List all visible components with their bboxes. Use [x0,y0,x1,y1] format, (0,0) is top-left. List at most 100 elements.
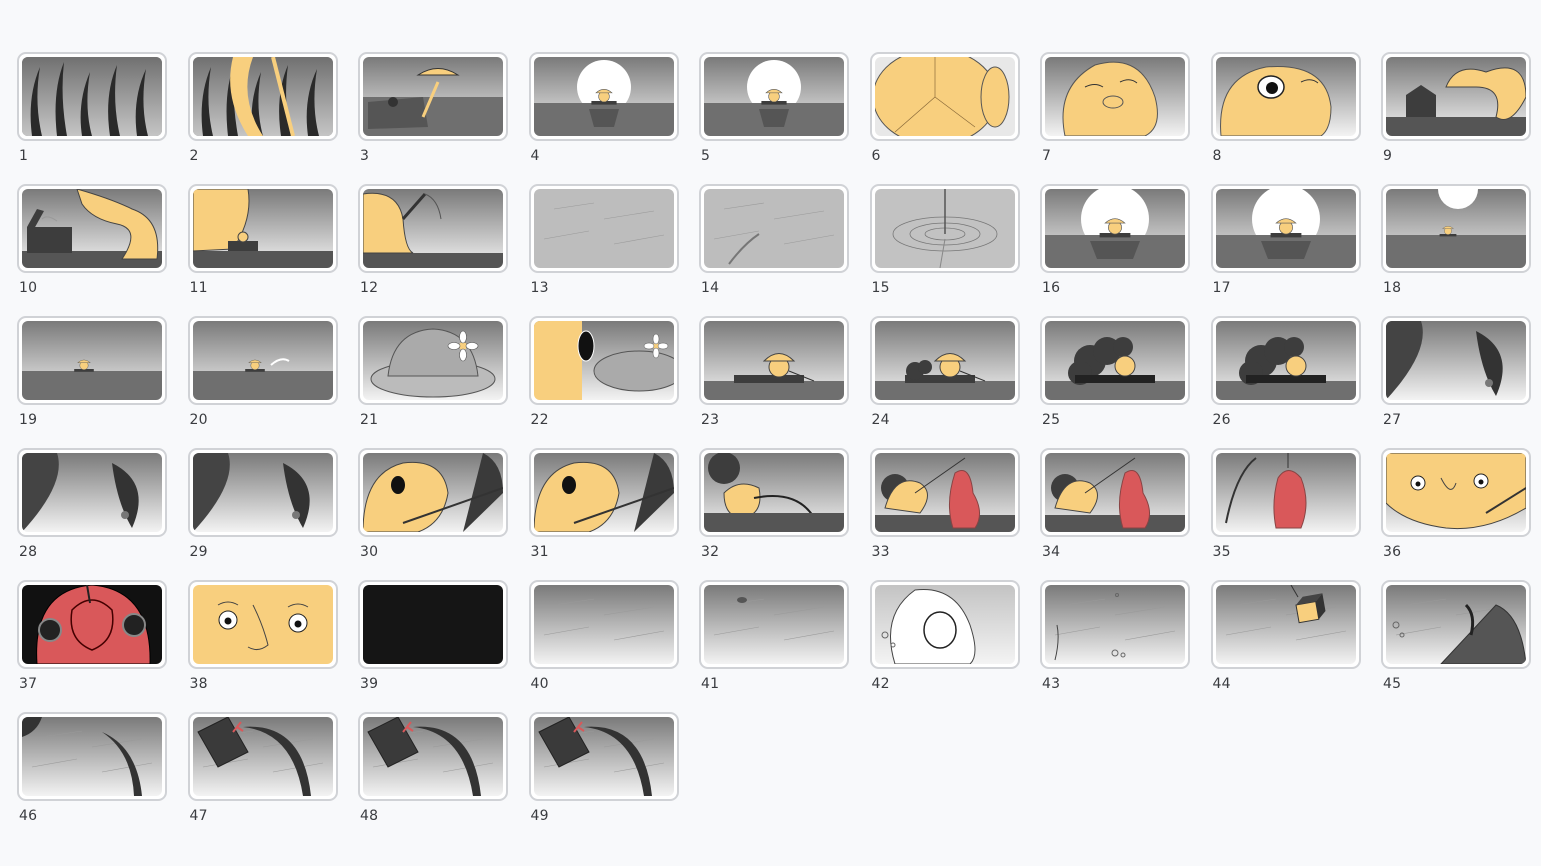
storyboard-panel[interactable]: 48 [358,712,508,844]
storyboard-panel[interactable]: 23 [699,316,849,448]
panel-thumbnail-frame[interactable] [528,184,679,273]
storyboard-panel[interactable]: 33 [869,448,1020,580]
storyboard-panel[interactable]: 3 [358,52,508,184]
storyboard-panel[interactable]: 35 [1210,448,1361,580]
storyboard-panel[interactable]: 19 [17,316,167,448]
panel-thumbnail-frame[interactable] [699,448,849,537]
storyboard-panel[interactable]: 25 [1040,316,1190,448]
panel-number: 9 [1383,148,1393,164]
storyboard-panel[interactable]: 29 [187,448,338,580]
panel-thumbnail-frame[interactable] [1210,580,1361,669]
storyboard-panel[interactable]: 47 [187,712,338,844]
storyboard-panel[interactable]: 31 [528,448,679,580]
panel-thumbnail-frame[interactable] [1381,52,1531,141]
panel-thumbnail-frame[interactable] [528,316,679,405]
panel-thumbnail-frame[interactable] [699,184,849,273]
panel-thumbnail-frame[interactable] [1210,316,1361,405]
storyboard-panel[interactable]: 14 [699,184,849,316]
panel-thumbnail-frame[interactable] [1381,316,1531,405]
storyboard-panel[interactable]: 42 [869,580,1020,712]
panel-thumbnail-frame[interactable] [869,448,1020,537]
storyboard-panel[interactable]: 32 [699,448,849,580]
storyboard-panel[interactable]: 22 [528,316,679,448]
panel-thumbnail-frame[interactable] [1381,580,1531,669]
panel-thumbnail-frame[interactable] [699,52,849,141]
panel-number: 31 [530,544,549,560]
storyboard-panel[interactable]: 39 [358,580,508,712]
panel-thumbnail-frame[interactable] [358,712,508,801]
panel-thumbnail-frame[interactable] [1040,316,1190,405]
storyboard-panel[interactable]: 13 [528,184,679,316]
storyboard-panel[interactable]: 15 [869,184,1020,316]
panel-thumbnail-frame[interactable] [187,448,338,537]
panel-thumbnail-frame[interactable] [1040,184,1190,273]
storyboard-panel[interactable]: 18 [1381,184,1531,316]
storyboard-panel[interactable]: 12 [358,184,508,316]
storyboard-panel[interactable]: 6 [869,52,1020,184]
storyboard-panel[interactable]: 34 [1040,448,1190,580]
panel-thumbnail-frame[interactable] [1381,448,1531,537]
storyboard-panel[interactable]: 49 [528,712,679,844]
panel-thumbnail-frame[interactable] [528,52,679,141]
storyboard-panel[interactable]: 30 [358,448,508,580]
storyboard-panel[interactable]: 21 [358,316,508,448]
storyboard-panel[interactable]: 46 [17,712,167,844]
storyboard-panel[interactable]: 38 [187,580,338,712]
panel-thumbnail-frame[interactable] [187,712,338,801]
panel-thumbnail-frame[interactable] [1210,52,1361,141]
panel-thumbnail-frame[interactable] [528,712,679,801]
panel-thumbnail-frame[interactable] [17,448,167,537]
storyboard-panel[interactable]: 11 [187,184,338,316]
panel-thumbnail-frame[interactable] [17,52,167,141]
storyboard-panel[interactable]: 41 [699,580,849,712]
panel-thumbnail-frame[interactable] [869,580,1020,669]
storyboard-panel[interactable]: 8 [1210,52,1361,184]
panel-thumbnail-frame[interactable] [358,52,508,141]
panel-thumbnail-frame[interactable] [358,580,508,669]
storyboard-panel[interactable]: 16 [1040,184,1190,316]
storyboard-panel[interactable]: 10 [17,184,167,316]
panel-thumbnail-frame[interactable] [699,316,849,405]
panel-thumbnail-frame[interactable] [1040,448,1190,537]
panel-thumbnail-frame[interactable] [187,52,338,141]
storyboard-panel[interactable]: 9 [1381,52,1531,184]
panel-thumbnail-frame[interactable] [699,580,849,669]
panel-thumbnail-frame[interactable] [187,580,338,669]
panel-thumbnail-frame[interactable] [869,316,1020,405]
panel-thumbnail-frame[interactable] [187,184,338,273]
panel-thumbnail-frame[interactable] [358,448,508,537]
panel-thumbnail-frame[interactable] [17,580,167,669]
panel-thumbnail-frame[interactable] [1040,52,1190,141]
panel-thumbnail-frame[interactable] [17,316,167,405]
storyboard-panel[interactable]: 26 [1210,316,1361,448]
storyboard-panel[interactable]: 27 [1381,316,1531,448]
storyboard-panel[interactable]: 40 [528,580,679,712]
storyboard-panel[interactable]: 17 [1210,184,1361,316]
storyboard-panel[interactable]: 28 [17,448,167,580]
storyboard-panel[interactable]: 24 [869,316,1020,448]
panel-thumbnail-frame[interactable] [358,184,508,273]
storyboard-panel[interactable]: 44 [1210,580,1361,712]
storyboard-panel[interactable]: 43 [1040,580,1190,712]
panel-thumbnail-frame[interactable] [187,316,338,405]
storyboard-panel[interactable]: 20 [187,316,338,448]
storyboard-panel[interactable]: 36 [1381,448,1531,580]
storyboard-panel[interactable]: 4 [528,52,679,184]
storyboard-panel[interactable]: 2 [187,52,338,184]
storyboard-panel[interactable]: 37 [17,580,167,712]
storyboard-panel[interactable]: 5 [699,52,849,184]
panel-thumbnail-frame[interactable] [1381,184,1531,273]
panel-thumbnail-frame[interactable] [1210,448,1361,537]
panel-thumbnail-frame[interactable] [17,712,167,801]
panel-thumbnail-frame[interactable] [869,184,1020,273]
panel-thumbnail-frame[interactable] [17,184,167,273]
panel-thumbnail-frame[interactable] [358,316,508,405]
panel-thumbnail-frame[interactable] [1040,580,1190,669]
panel-thumbnail-frame[interactable] [869,52,1020,141]
storyboard-panel[interactable]: 7 [1040,52,1190,184]
storyboard-panel[interactable]: 1 [17,52,167,184]
storyboard-panel[interactable]: 45 [1381,580,1531,712]
panel-thumbnail-frame[interactable] [1210,184,1361,273]
panel-thumbnail-frame[interactable] [528,580,679,669]
panel-thumbnail-frame[interactable] [528,448,679,537]
